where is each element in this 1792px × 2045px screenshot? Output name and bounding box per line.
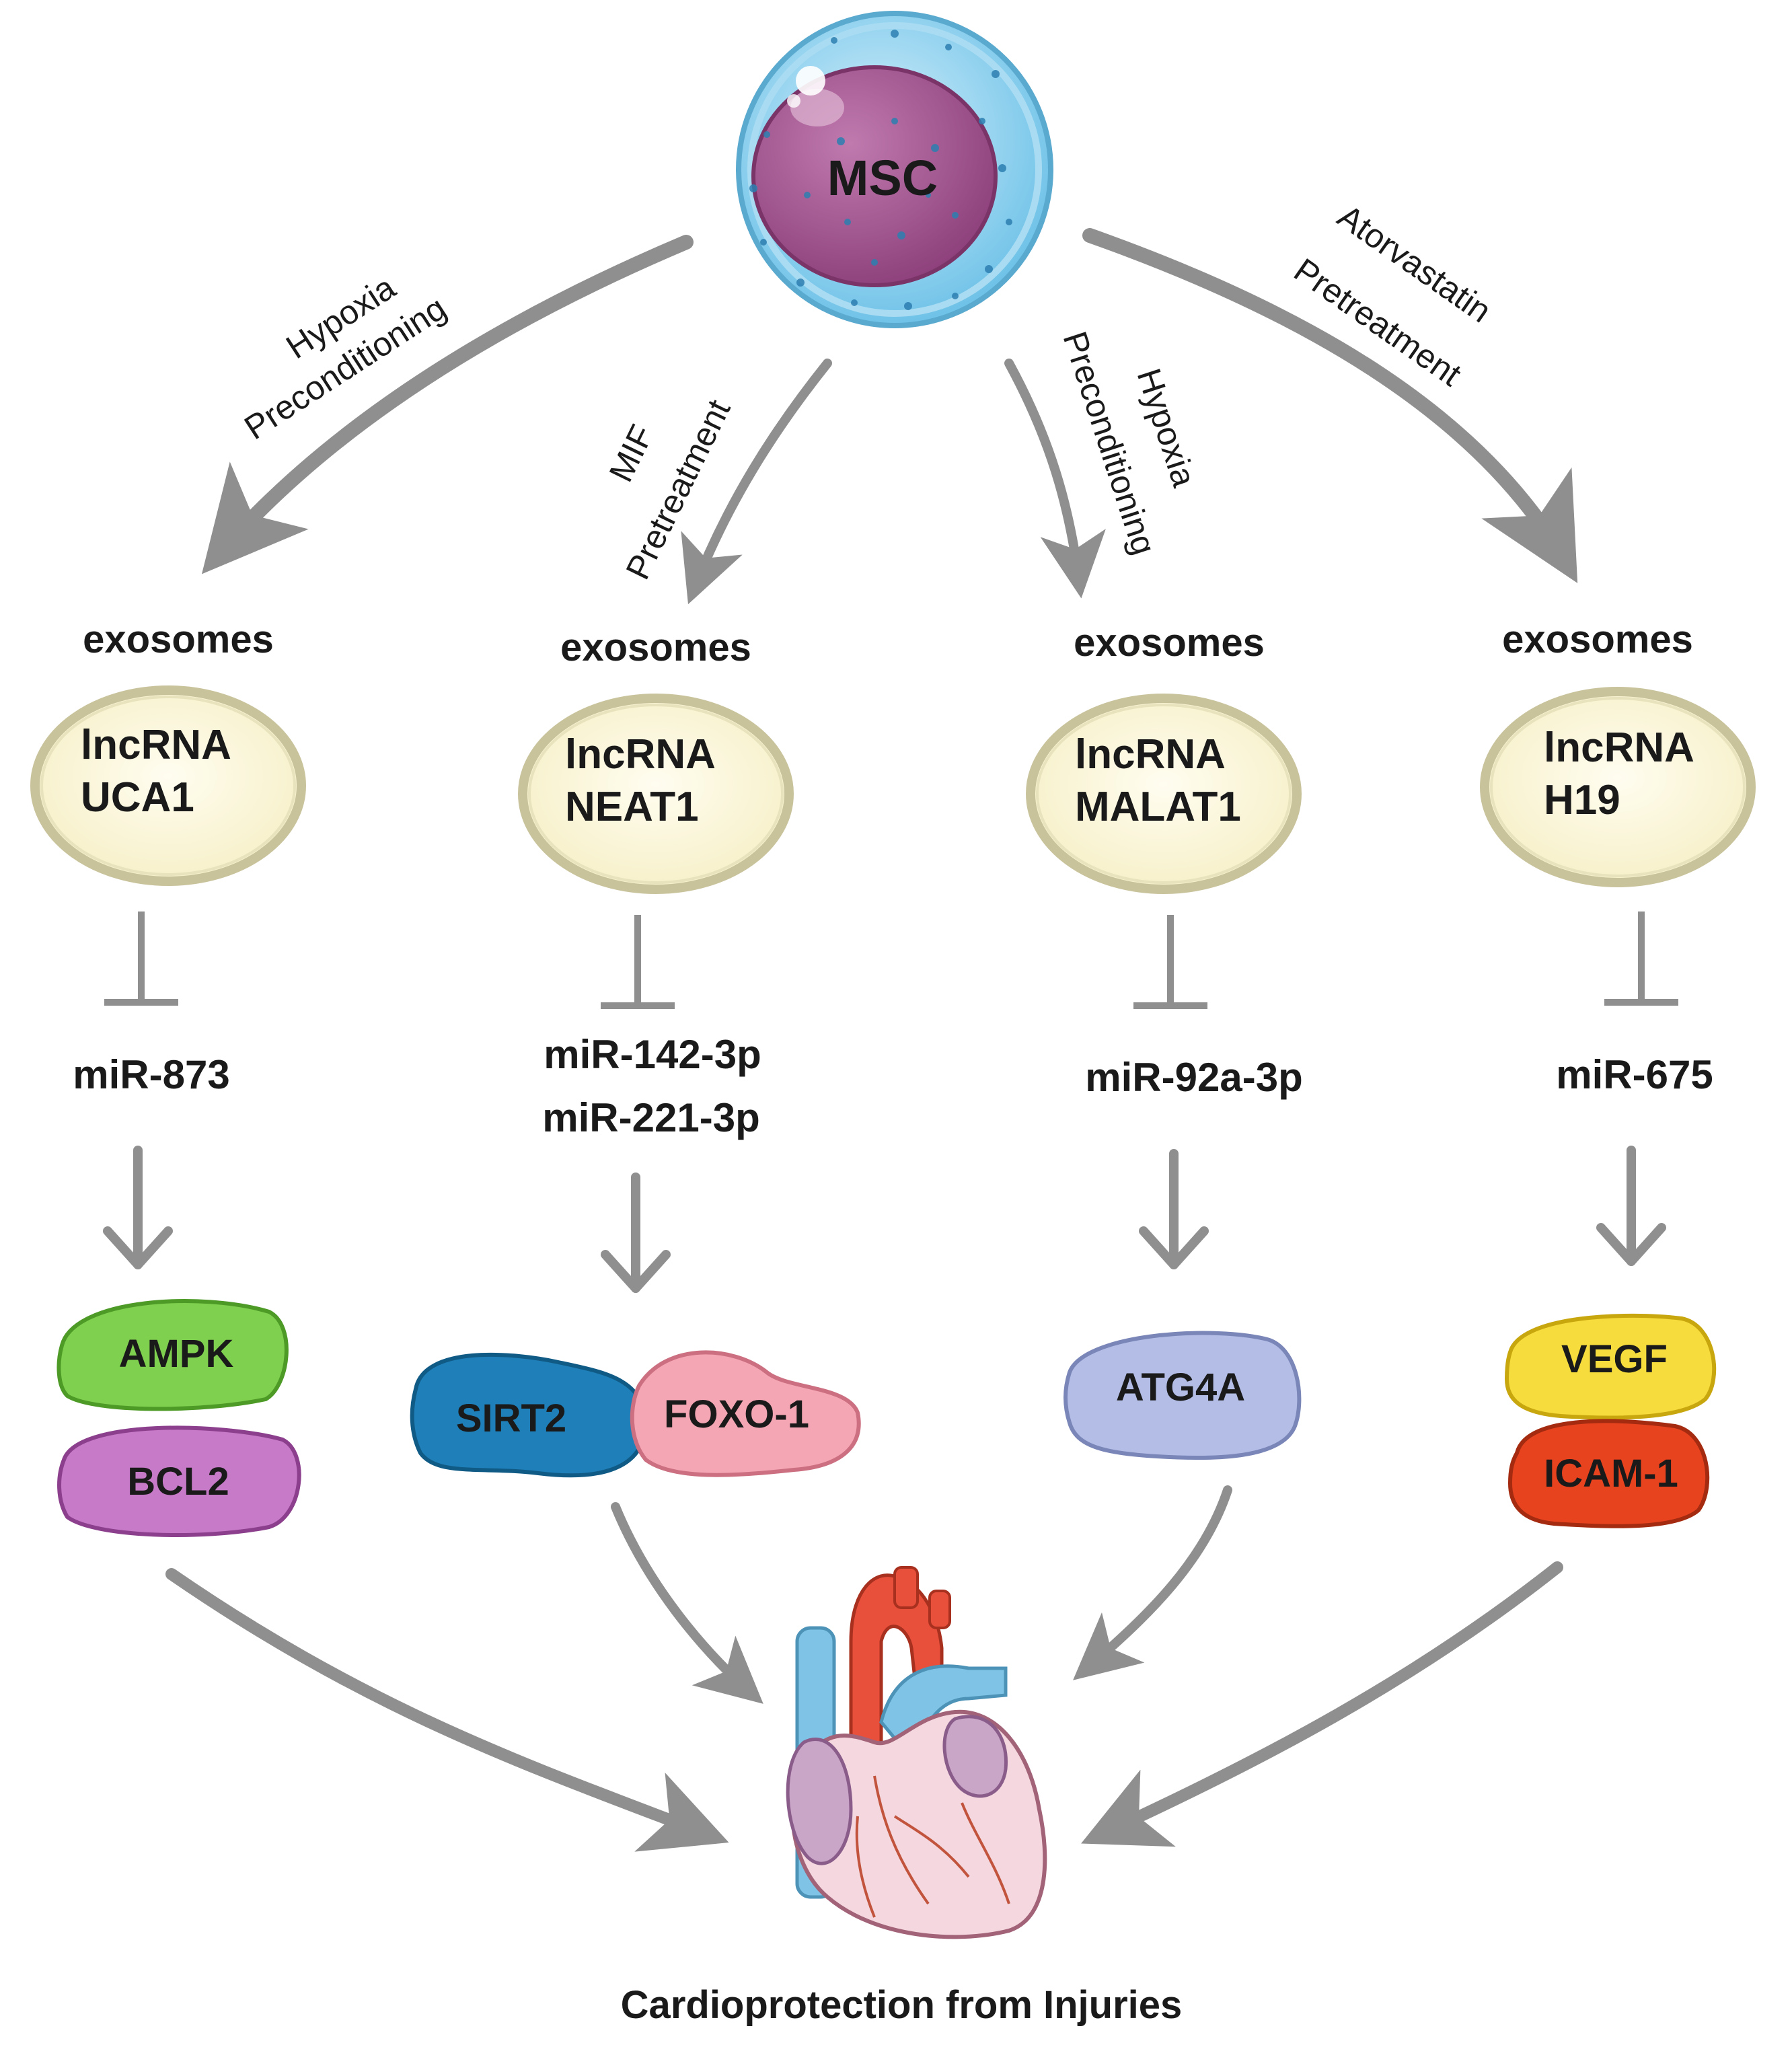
- condition-2-line-2: Pretreatment: [619, 394, 738, 585]
- arrow-column-4-to-heart: [1081, 1561, 1563, 1847]
- pathway-column-4: exosomes lncRNA H19 miR-675 VEGF ICAM-1: [1480, 618, 1756, 1528]
- msc-to-exosome-arrows: [201, 228, 1578, 605]
- exosome-vesicle: [30, 685, 306, 886]
- arrow-msc-to-exosome-1: [201, 235, 694, 574]
- mirna-label-1: miR-142-3p: [544, 1032, 761, 1077]
- target-label: FOXO-1: [664, 1392, 809, 1436]
- target-protein-2: ICAM-1: [1507, 1419, 1710, 1528]
- mirna-label-1: miR-675: [1556, 1052, 1713, 1097]
- target-label: BCL2: [127, 1460, 229, 1503]
- pathway-column-3: exosomes lncRNA MALAT1 miR-92a-3p ATG4A: [1026, 621, 1303, 1460]
- exosome-vesicle: [1026, 694, 1302, 894]
- arrow-msc-to-exosome-4: [1082, 228, 1578, 583]
- exosomes-label: exosomes: [560, 626, 751, 669]
- lncrna-name: NEAT1: [565, 784, 699, 830]
- arrow-column-1-to-heart: [165, 1568, 729, 1852]
- mirna-label-1: miR-92a-3p: [1085, 1055, 1302, 1100]
- arrow-column-3-to-heart: [1073, 1485, 1232, 1680]
- arrow-msc-to-exosome-2: [681, 359, 832, 605]
- down-arrow: [1139, 1149, 1209, 1269]
- inhibition-symbol: [601, 915, 675, 1009]
- inhibition-symbol: [104, 912, 178, 1006]
- target-label: ICAM-1: [1544, 1452, 1678, 1495]
- condition-label-4: Atorvastatin Pretreatment: [1287, 197, 1498, 394]
- target-label: AMPK: [119, 1332, 234, 1376]
- heart-icon: [786, 1566, 1047, 1939]
- down-arrow: [601, 1173, 671, 1293]
- inhibition-symbol: [1604, 912, 1678, 1006]
- target-label: SIRT2: [456, 1397, 566, 1440]
- exosome-vesicle: [518, 694, 794, 894]
- lncrna-name: UCA1: [81, 774, 194, 821]
- condition-label-2: MIF Pretreatment: [602, 394, 738, 585]
- condition-2-line-1: MIF: [602, 419, 661, 488]
- lncrna-label: lncRNA: [1544, 724, 1694, 771]
- target-label: VEGF: [1561, 1337, 1668, 1381]
- target-to-heart-arrows: [165, 1485, 1563, 1852]
- target-protein-1: VEGF: [1504, 1313, 1717, 1420]
- pathway-column-2: exosomes lncRNA NEAT1 miR-142-3p miR-221…: [410, 626, 861, 1478]
- lncrna-name: MALAT1: [1075, 784, 1241, 830]
- lncrna-label: lncRNA: [1075, 731, 1226, 778]
- target-protein-2: BCL2: [57, 1425, 301, 1537]
- arrow-msc-to-exosome-3: [1004, 359, 1106, 599]
- exosomes-label: exosomes: [1502, 618, 1693, 661]
- exosome-vesicle: [1480, 687, 1756, 887]
- target-protein-1: ATG4A: [1063, 1331, 1302, 1460]
- lncrna-label: lncRNA: [565, 731, 716, 778]
- target-protein-1: SIRT2: [410, 1352, 648, 1478]
- target-protein-1: AMPK: [57, 1299, 289, 1411]
- down-arrow: [1596, 1146, 1666, 1266]
- exosomes-label: exosomes: [83, 618, 274, 661]
- condition-label-1: Hypoxia Preconditioning: [237, 268, 453, 447]
- mirna-label-1: miR-873: [73, 1052, 229, 1097]
- condition-3-line-1: Hypoxia: [1130, 364, 1203, 491]
- mirna-label-2: miR-221-3p: [542, 1095, 759, 1140]
- outcome-label: Cardioprotection from Injuries: [621, 1983, 1183, 2027]
- down-arrow: [103, 1146, 173, 1269]
- inhibition-symbol: [1133, 915, 1207, 1009]
- msc-label: MSC: [827, 150, 938, 206]
- exosomes-label: exosomes: [1074, 621, 1265, 665]
- lncrna-name: H19: [1544, 777, 1620, 823]
- condition-label-3: Hypoxia Preconditioning: [1056, 327, 1203, 559]
- target-protein-2: FOXO-1: [630, 1350, 861, 1477]
- pathway-column-1: exosomes lncRNA UCA1 miR-873 AMPK BCL2: [30, 618, 306, 1537]
- target-label: ATG4A: [1116, 1366, 1245, 1409]
- lncrna-label: lncRNA: [81, 722, 231, 768]
- msc-cell-icon: MSC: [736, 11, 1053, 328]
- arrow-column-2-to-heart: [611, 1502, 763, 1704]
